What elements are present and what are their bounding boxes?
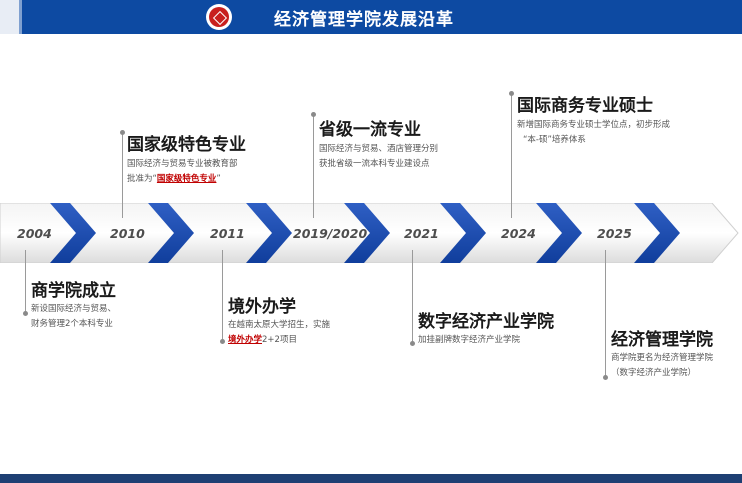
connector-line [412, 250, 413, 342]
connector-line [25, 250, 26, 312]
connector-dot [311, 112, 316, 117]
event-title: 省级一流专业 [319, 120, 421, 140]
event-description: 新设国际经济与贸易、 财务管理2个本科专业 [31, 304, 117, 329]
event-title: 数字经济产业学院 [418, 312, 554, 332]
footer-bar [0, 474, 742, 483]
event-description: 新增国际商务专业硕士学位点，初步形成 “本-硕”培养体系 [517, 120, 671, 145]
timeline-band [0, 203, 739, 263]
year-label: 2004 [17, 226, 52, 241]
event-description: 加挂副牌数字经济产业学院 [418, 335, 521, 345]
chevron-arrow-icon [536, 203, 582, 263]
header-stripe [19, 0, 22, 34]
chevron-arrow-icon [634, 203, 680, 263]
year-label: 2011 [210, 226, 245, 241]
event-title: 经济管理学院 [611, 330, 713, 350]
chevron-arrow-icon [148, 203, 194, 263]
event-title: 境外办学 [228, 297, 296, 317]
school-logo-icon [206, 4, 232, 30]
connector-line [313, 114, 314, 218]
chevron-arrow-icon [246, 203, 292, 263]
page-title: 经济管理学院发展沿革 [274, 10, 454, 30]
connector-line [222, 250, 223, 340]
year-label: 2024 [501, 226, 536, 241]
connector-dot [509, 91, 514, 96]
year-label: 2025 [597, 226, 632, 241]
event-description: 国际经济与贸易、酒店管理分别 获批省级一流本科专业建设点 [319, 144, 439, 169]
connector-line [605, 250, 606, 376]
event-title: 国家级特色专业 [127, 135, 246, 155]
year-label: 2021 [404, 226, 439, 241]
connector-dot [120, 130, 125, 135]
connector-line [122, 132, 123, 218]
chevron-arrow-icon [440, 203, 486, 263]
event-title: 商学院成立 [31, 281, 116, 301]
chevron-arrow-icon [50, 203, 96, 263]
connector-dot [603, 375, 608, 380]
connector-dot [220, 339, 225, 344]
event-description: 商学院更名为经济管理学院 （数字经济产业学院） [611, 353, 714, 378]
event-description: 国际经济与贸易专业被教育部 批准为“国家级特色专业” [127, 159, 238, 184]
chevron-arrow-icon [344, 203, 390, 263]
connector-line [511, 93, 512, 218]
event-title: 国际商务专业硕士 [517, 96, 653, 116]
event-description: 在越南太原大学招生，实施 境外办学2+2项目 [228, 320, 331, 345]
year-label: 2019/2020 [293, 226, 368, 241]
connector-dot [410, 341, 415, 346]
year-label: 2010 [110, 226, 145, 241]
connector-dot [23, 311, 28, 316]
header-left-panel [0, 0, 19, 34]
header-bar [0, 0, 742, 34]
